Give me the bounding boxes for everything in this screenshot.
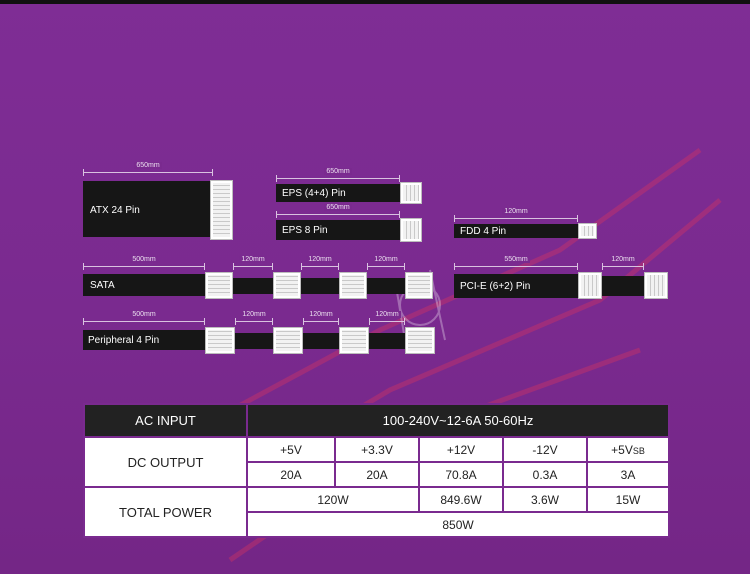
- peripheral-connector-4: [405, 327, 435, 354]
- dc-output-label: DC OUTPUT: [83, 436, 248, 488]
- eps8-connector: [400, 218, 422, 242]
- rail-voltage-standby: +5VSB: [585, 436, 671, 463]
- sata-connector-4: [405, 272, 433, 299]
- atx-connector: [210, 180, 233, 240]
- rail-current: 3A: [585, 461, 671, 488]
- rail-voltage: +3.3V: [334, 436, 420, 463]
- peripheral-cable-1: [83, 330, 205, 350]
- peripheral-length-dim-3: 120mm: [303, 311, 339, 325]
- fdd-cable: [454, 224, 578, 238]
- rail-current: 0.3A: [502, 461, 588, 488]
- sata-length-dim-3: 120mm: [301, 256, 339, 270]
- peripheral-cable-4: [369, 333, 405, 349]
- sata-label: SATA: [90, 280, 115, 291]
- eps44-cable: [276, 184, 400, 202]
- ac-input-label: AC INPUT: [83, 403, 248, 438]
- pcie-cable-2: [602, 276, 644, 296]
- peripheral-connector-1: [205, 327, 235, 354]
- eps44-connector: [400, 182, 422, 204]
- total-power-value: 850W: [245, 511, 671, 538]
- sata-length-dim-4: 120mm: [367, 256, 405, 270]
- sata-connector-3: [339, 272, 367, 299]
- rail-current: 20A: [334, 461, 420, 488]
- rail-voltage: -12V: [502, 436, 588, 463]
- pcie-length-dim-2: 120mm: [602, 256, 644, 270]
- rail-power: 849.6W: [418, 486, 504, 513]
- sata-cable-2: [233, 278, 273, 294]
- pcie-connector-2: [644, 272, 668, 299]
- rail-voltage: +12V: [418, 436, 504, 463]
- fdd-connector: [578, 223, 597, 239]
- atx-label: ATX 24 Pin: [90, 205, 140, 216]
- fdd-label: FDD 4 Pin: [460, 226, 507, 237]
- rail-current: 70.8A: [418, 461, 504, 488]
- peripheral-length-dim-1: 500mm: [83, 311, 205, 325]
- pcie-label: PCI-E (6+2) Pin: [460, 281, 531, 292]
- power-spec-table: AC INPUT 100-240V~12-6A 50-60Hz DC OUTPU…: [83, 403, 671, 538]
- sata-cable-4: [367, 278, 405, 294]
- total-power-label: TOTAL POWER: [83, 486, 248, 538]
- rail-voltage: +5V: [246, 436, 336, 463]
- eps8-cable: [276, 220, 400, 240]
- eps44-length-dim: 650mm: [276, 168, 400, 182]
- peripheral-label: Peripheral 4 Pin: [88, 335, 160, 346]
- pcie-cable-1: [454, 274, 578, 298]
- atx-length-dim: 650mm: [83, 162, 213, 176]
- peripheral-length-dim-2: 120mm: [235, 311, 273, 325]
- standby-subscript: SB: [632, 445, 645, 456]
- pcie-length-dim-1: 550mm: [454, 256, 578, 270]
- fdd-length-dim: 120mm: [454, 208, 578, 222]
- rail-current: 20A: [246, 461, 336, 488]
- rail-power: 120W: [246, 486, 420, 513]
- peripheral-cable-3: [303, 333, 339, 349]
- peripheral-cable-2: [235, 333, 273, 349]
- peripheral-connector-2: [273, 327, 303, 354]
- ac-input-value: 100-240V~12-6A 50-60Hz: [245, 403, 671, 438]
- top-bar: [0, 0, 750, 4]
- sata-connector-2: [273, 272, 301, 299]
- standby-rail-text: +5V: [611, 442, 633, 457]
- pcie-connector-1: [578, 272, 602, 299]
- eps44-label: EPS (4+4) Pin: [282, 188, 346, 199]
- sata-length-dim-1: 500mm: [83, 256, 205, 270]
- rail-power: 3.6W: [502, 486, 588, 513]
- atx-cable: [83, 181, 211, 237]
- peripheral-length-dim-4: 120mm: [369, 311, 405, 325]
- sata-connector-1: [205, 272, 233, 299]
- sata-cable-1: [83, 274, 205, 296]
- sata-length-dim-2: 120mm: [233, 256, 273, 270]
- peripheral-connector-3: [339, 327, 369, 354]
- eps8-length-dim: 650mm: [276, 204, 400, 218]
- eps8-label: EPS 8 Pin: [282, 225, 328, 236]
- rail-power: 15W: [585, 486, 671, 513]
- sata-cable-3: [301, 278, 339, 294]
